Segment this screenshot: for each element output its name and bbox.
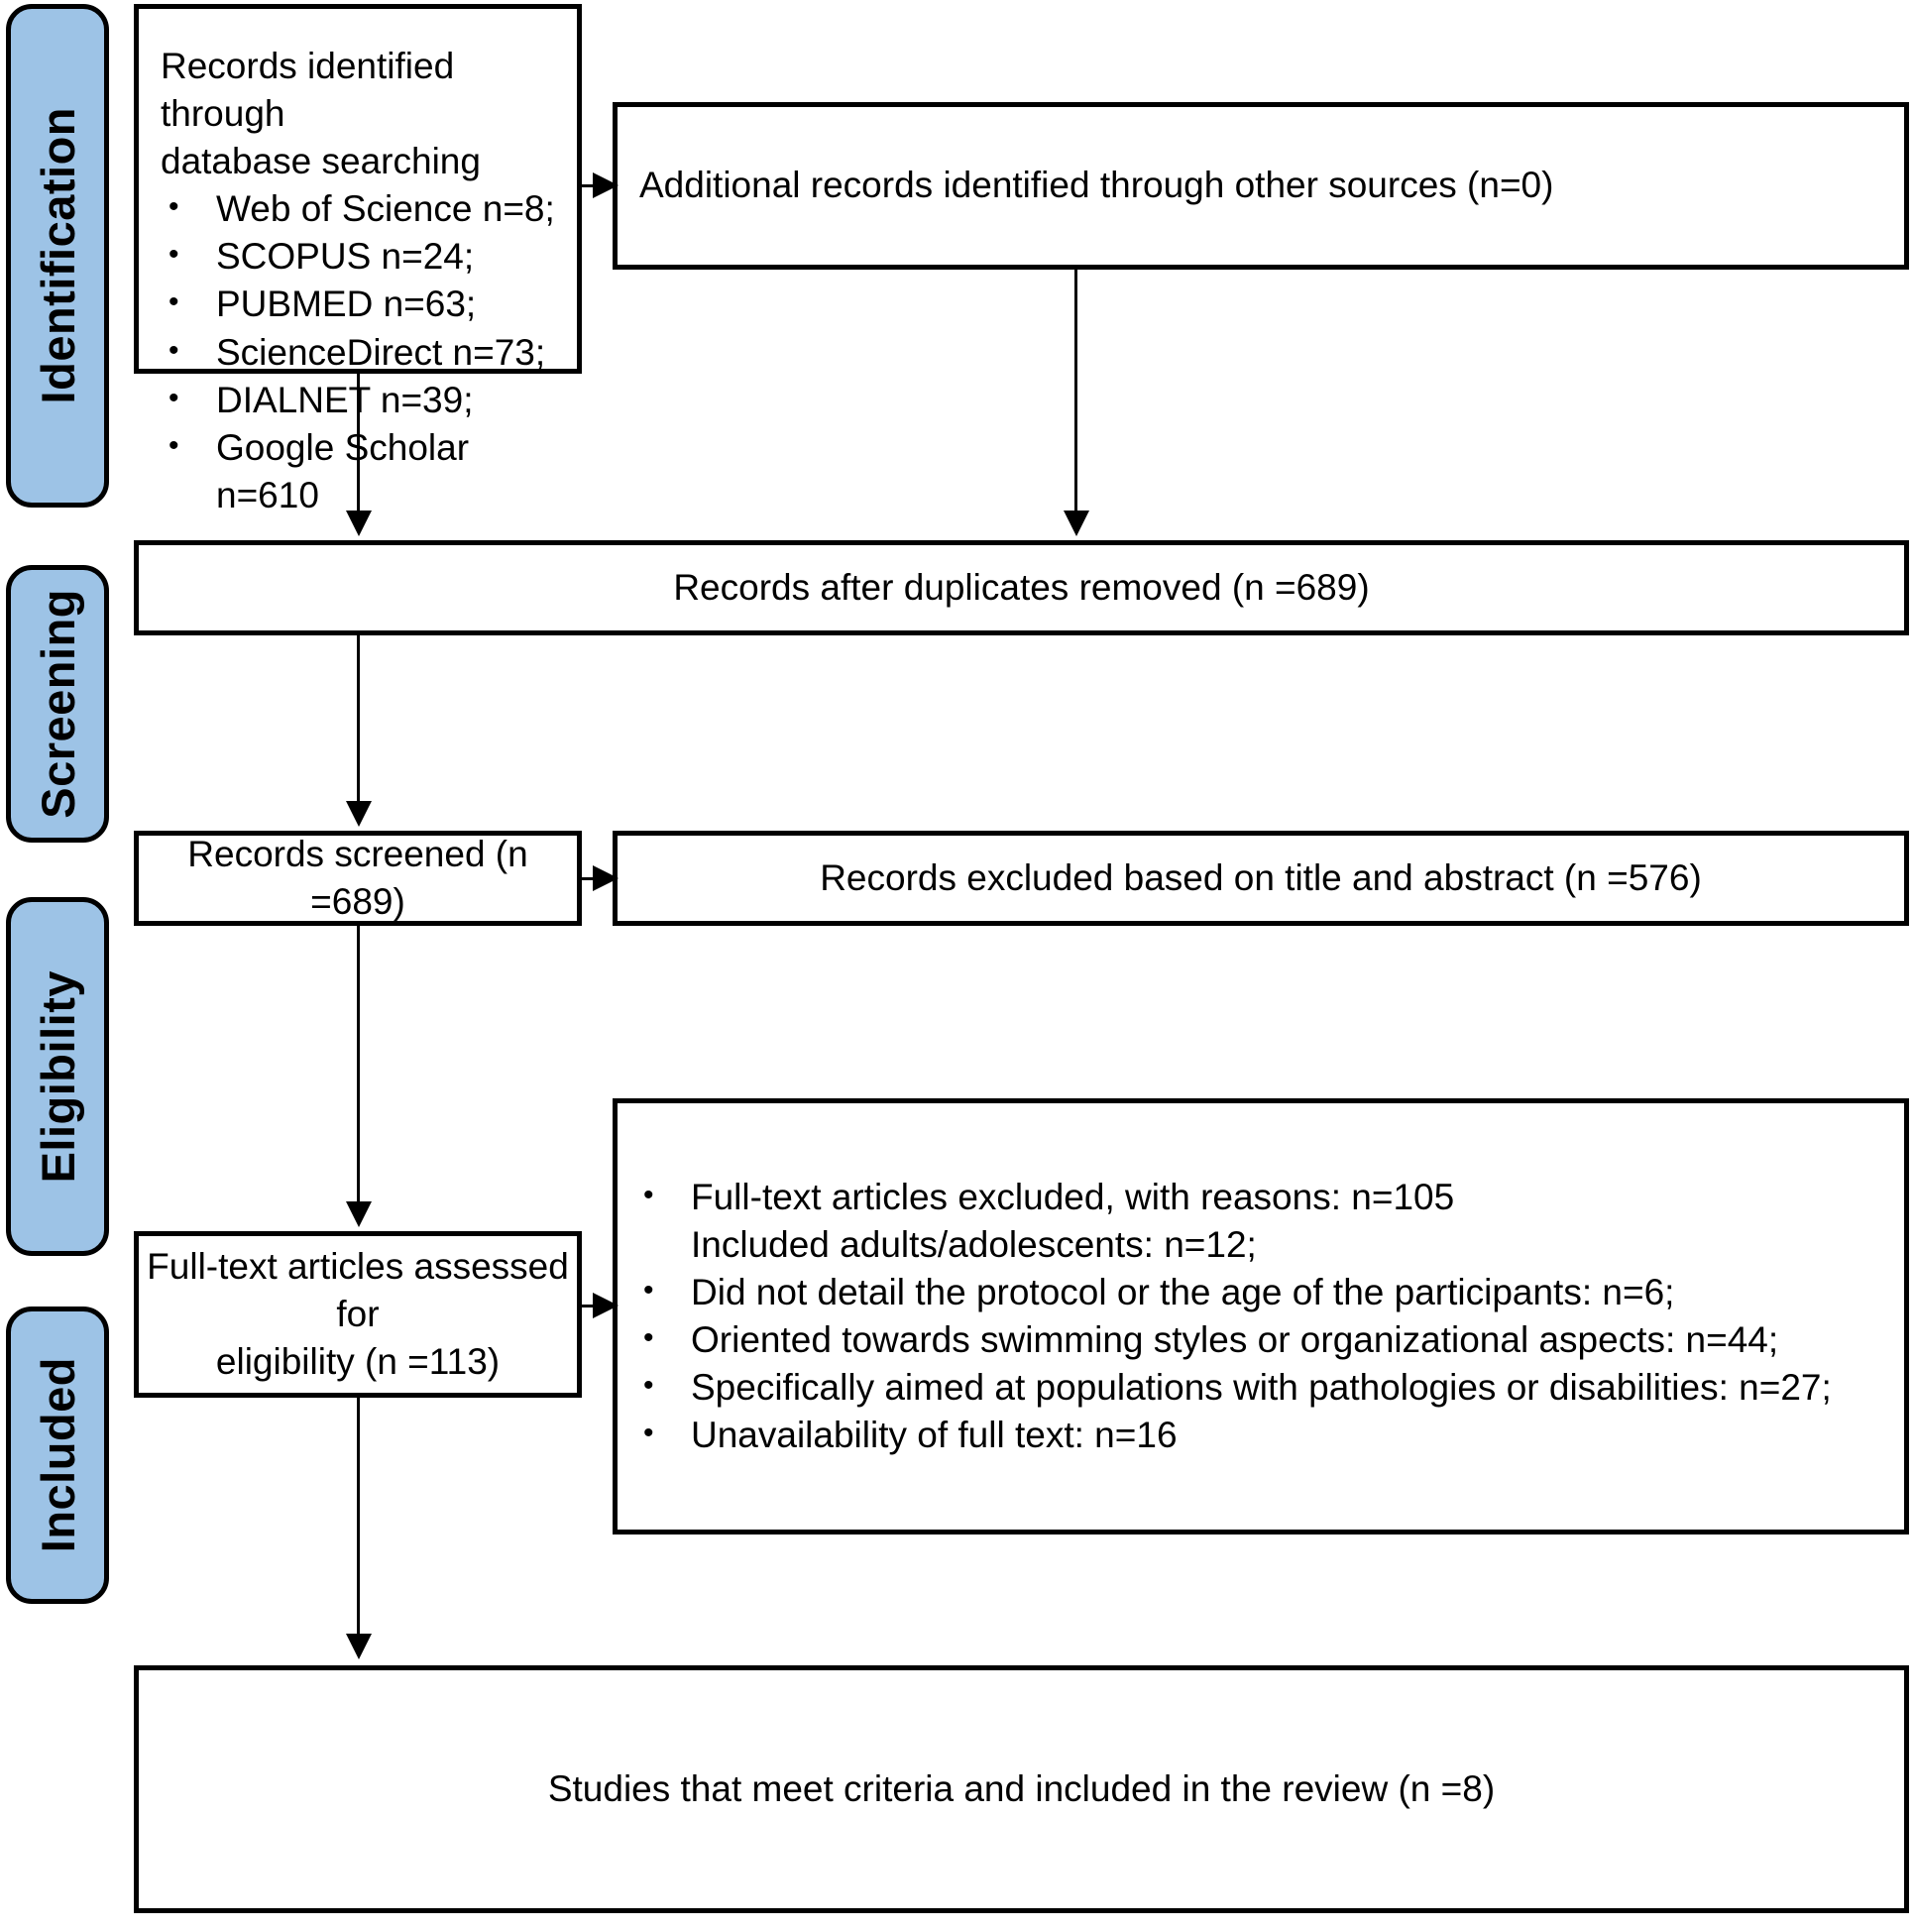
arrow-right-icon: [593, 172, 619, 198]
box-fulltext-excluded: Full-text articles excluded, with reason…: [613, 1098, 1909, 1534]
list-item: DIALNET n=39;: [161, 377, 567, 424]
list-item: Specifically aimed at populations with p…: [635, 1364, 1886, 1412]
box-studies-included: Studies that meet criteria and included …: [134, 1665, 1909, 1913]
list-item: Google Scholar n=610: [161, 424, 567, 519]
stage-identification: Identification: [6, 4, 109, 508]
arrow-right-icon: [593, 865, 619, 891]
studies-included-text: Studies that meet criteria and included …: [547, 1767, 1496, 1809]
box-records-identified: Records identified through database sear…: [134, 4, 582, 515]
fulltext-assessed-line1: Full-text articles assessed for: [147, 1245, 580, 1334]
list-item: ScienceDirect n=73;: [161, 329, 567, 377]
connector-screened-to-fulltext: [357, 926, 360, 1204]
box-fulltext-assessed: Full-text articles assessed for eligibil…: [134, 1231, 582, 1398]
connector-identified-to-duplicates: [357, 374, 360, 514]
arrow-down-icon: [1064, 511, 1089, 536]
connector-screened-to-excluded: [582, 877, 599, 880]
records-identified-source-list: Web of Science n=8; SCOPUS n=24; PUBMED …: [161, 185, 567, 519]
list-item: Web of Science n=8;: [161, 185, 567, 233]
arrow-down-icon: [346, 511, 372, 536]
stage-eligibility: Eligibility: [6, 897, 109, 1256]
fulltext-excluded-reason-list: Full-text articles excluded, with reason…: [635, 1174, 1886, 1460]
box-records-excluded: Records excluded based on title and abst…: [613, 831, 1909, 926]
stage-included: Included: [6, 1307, 109, 1604]
duplicates-removed-text: Records after duplicates removed (n =689…: [673, 566, 1370, 608]
stage-included-label: Included: [31, 1357, 84, 1553]
additional-records-text: Additional records identified through ot…: [639, 165, 1554, 206]
arrow-down-icon: [346, 1201, 372, 1227]
list-item: Full-text articles excluded, with reason…: [635, 1174, 1886, 1221]
arrow-right-icon: [593, 1293, 619, 1318]
list-item: Oriented towards swimming styles or orga…: [635, 1316, 1886, 1364]
stage-identification-label: Identification: [31, 107, 84, 404]
connector-identified-to-additional: [582, 184, 599, 187]
connector-fulltext-to-included: [357, 1398, 360, 1638]
stage-screening-label: Screening: [31, 589, 84, 819]
records-identified-heading-line2: database searching: [161, 141, 481, 182]
arrow-down-icon: [346, 801, 372, 827]
list-item: PUBMED n=63;: [161, 281, 567, 328]
arrow-down-icon: [346, 1634, 372, 1659]
connector-fulltext-to-excluded: [582, 1305, 599, 1307]
records-excluded-text: Records excluded based on title and abst…: [820, 856, 1702, 898]
records-screened-text: Records screened (n =689): [187, 833, 538, 922]
stage-eligibility-label: Eligibility: [31, 969, 84, 1184]
list-item: Unavailability of full text: n=16: [635, 1412, 1886, 1459]
list-item: Did not detail the protocol or the age o…: [635, 1269, 1886, 1316]
fulltext-assessed-line2: eligibility (n =113): [215, 1341, 501, 1383]
box-records-screened: Records screened (n =689): [134, 831, 582, 926]
box-duplicates-removed: Records after duplicates removed (n =689…: [134, 540, 1909, 635]
records-identified-heading-line1: Records identified through: [161, 46, 465, 135]
connector-duplicates-to-screened: [357, 635, 360, 804]
stage-screening: Screening: [6, 565, 109, 843]
box-additional-records: Additional records identified through ot…: [613, 102, 1909, 270]
list-item: SCOPUS n=24;: [161, 233, 567, 281]
list-item: Included adults/adolescents: n=12;: [691, 1223, 1257, 1265]
connector-additional-to-duplicates: [1074, 270, 1077, 514]
